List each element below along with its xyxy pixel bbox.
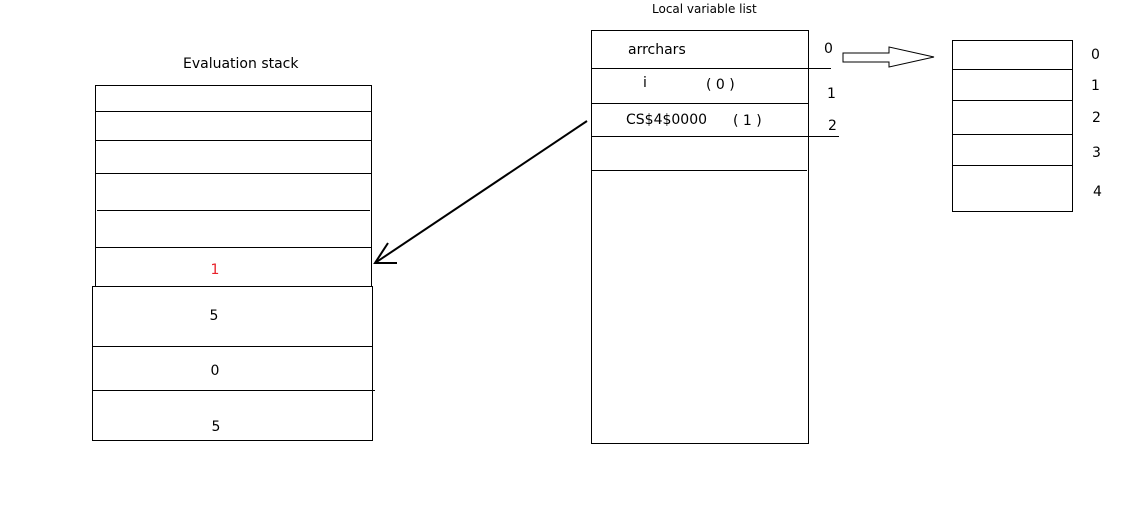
stack-value: 5 [209,308,219,324]
locals-divider [591,170,807,171]
local-variable-index: 1 [827,86,836,102]
array-index: 0 [1091,47,1100,63]
hollow-right-arrow-icon [842,46,935,68]
locals-divider [591,136,839,137]
locals-divider [591,103,809,104]
locals-divider [591,68,831,69]
local-variable-name: i [643,75,647,91]
array-divider [952,100,1073,101]
stack-value: 5 [211,419,221,435]
array-divider [952,69,1073,70]
local-variable-list-title: Local variable list [652,2,757,16]
local-variable-value: ( 1 ) [733,113,762,129]
stack-divider [95,140,372,141]
evaluation-stack-title: Evaluation stack [183,56,299,72]
local-variable-index: 2 [828,118,837,134]
stack-value: 0 [210,363,220,379]
stack-divider [92,346,373,347]
local-variable-list [591,30,809,444]
array-index: 2 [1092,110,1101,126]
stack-value-top: 1 [210,262,220,278]
local-variable-name: CS$4$0000 [626,112,708,128]
stack-divider [97,210,370,211]
stack-divider [95,111,372,112]
array-index: 1 [1091,78,1100,94]
local-variable-index: 0 [824,41,833,57]
array-divider [952,165,1073,166]
array-index: 4 [1093,184,1102,200]
stack-divider [92,390,375,391]
stack-divider [95,247,372,248]
array-divider [952,134,1073,135]
local-variable-value: ( 0 ) [706,77,735,93]
diagonal-arrow-icon [373,120,588,264]
array-index: 3 [1092,145,1101,161]
stack-divider [95,173,372,174]
evaluation-stack-lower [92,286,373,441]
local-variable-name: arrchars [628,42,686,58]
array-box [952,40,1073,212]
